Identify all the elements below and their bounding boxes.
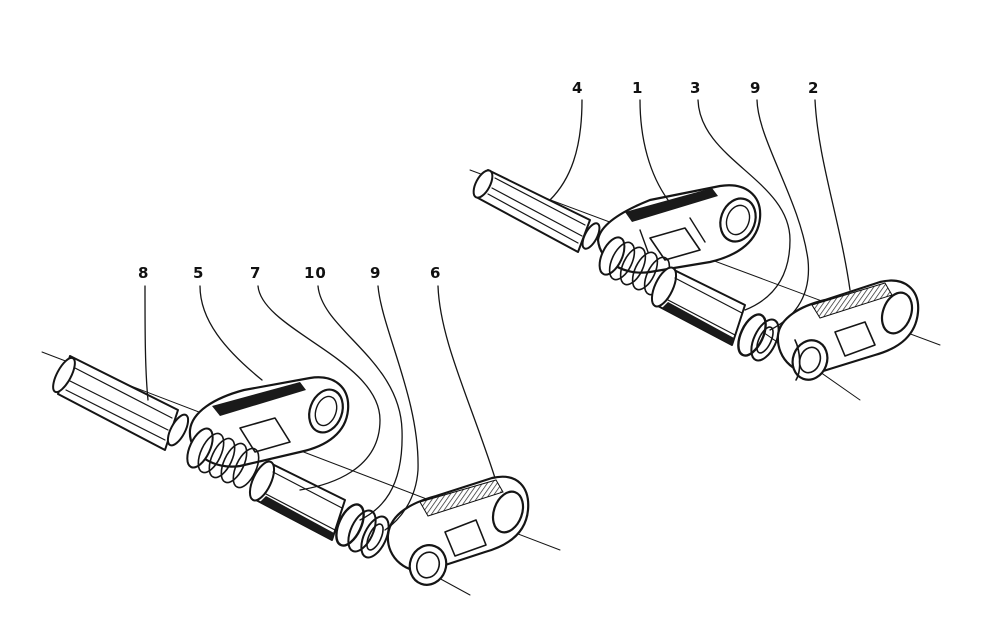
callout-upper-4: 9 <box>750 79 761 97</box>
callout-upper-3: 3 <box>690 79 701 97</box>
lower-seal-rings <box>186 427 260 489</box>
callout-upper-1: 4 <box>572 79 583 97</box>
lower-right-link <box>386 475 530 586</box>
upper-assembly: 4 1 3 9 2 <box>469 79 941 401</box>
callout-lower-5: 9 <box>370 264 381 282</box>
upper-left-link <box>596 184 762 274</box>
callout-upper-2: 1 <box>632 79 643 97</box>
upper-leader-lines <box>549 99 851 331</box>
callout-lower-4: 10 <box>304 264 327 282</box>
upper-spacer-rings <box>737 313 780 362</box>
callout-lower-1: 8 <box>138 264 149 282</box>
callout-upper-5: 2 <box>808 79 819 97</box>
upper-bushing <box>650 266 746 346</box>
lower-assembly: 8 5 7 10 9 6 <box>41 264 561 596</box>
upper-track-pin <box>472 169 601 253</box>
callout-lower-6: 6 <box>430 264 441 282</box>
lower-track-pin <box>52 355 190 451</box>
callout-lower-2: 5 <box>193 264 204 282</box>
lower-bushing <box>248 460 346 541</box>
lower-spacer-rings <box>335 503 390 559</box>
upper-right-link <box>776 279 920 381</box>
lower-left-link <box>188 376 350 468</box>
callout-lower-3: 7 <box>250 264 261 282</box>
lower-leader-lines <box>144 285 496 531</box>
